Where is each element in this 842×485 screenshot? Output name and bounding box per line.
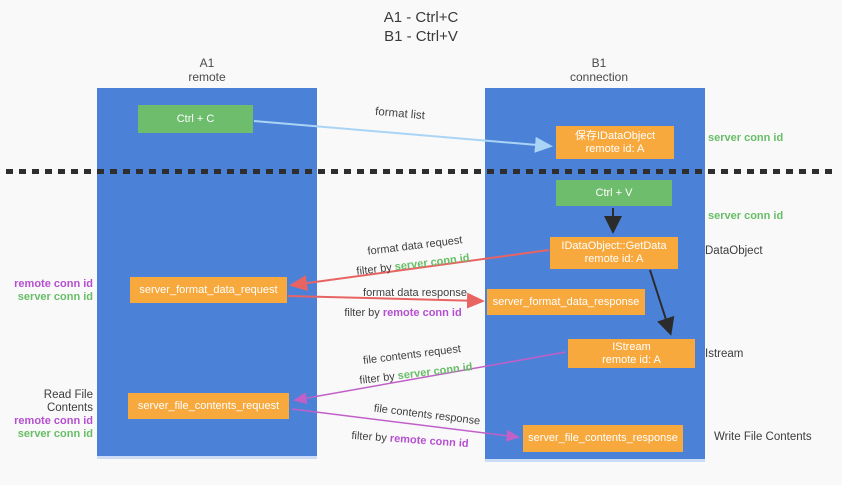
server-format-data-request-label: server_format_data_request: [139, 283, 278, 296]
left-conn-id-group-top: remote conn id server conn id: [0, 278, 93, 304]
server-conn-id-left-top: server conn id: [17, 291, 93, 303]
server-file-contents-request-label: server_file_contents_request: [137, 399, 280, 412]
filter-by-text: filter by: [355, 261, 396, 278]
server-conn-id-right-mid: server conn id: [708, 210, 784, 222]
column-header-a1: A1 remote: [188, 56, 225, 84]
istream-side-label: Istream: [705, 348, 744, 360]
column-a1-name: A1: [199, 56, 215, 70]
filter-by-text: filter by: [351, 429, 391, 445]
filter-by-text: filter by: [344, 307, 383, 319]
title-line-2: B1 - Ctrl+V: [384, 28, 458, 45]
istream-box: IStream remote id: A: [568, 339, 695, 368]
column-b1-name: B1: [591, 56, 607, 70]
remote-conn-id-text: remote conn id: [389, 432, 469, 451]
server-format-data-request-box: server_format_data_request: [130, 277, 287, 303]
format-list-label: format list: [374, 105, 426, 123]
server-file-contents-request-box: server_file_contents_request: [128, 393, 289, 419]
format-data-response-label: format data response: [363, 287, 467, 299]
format-response-filter-label: filter by remote conn id: [344, 307, 461, 319]
write-file-contents-label: Write File Contents: [714, 431, 812, 443]
column-header-b1: B1 connection: [570, 56, 628, 84]
istream-remote-id: remote id: A: [602, 353, 661, 366]
save-idataobject-label: 保存IDataObject: [574, 129, 656, 142]
server-file-contents-response-label: server_file_contents_response: [528, 432, 678, 444]
column-b1-subtitle: connection: [569, 70, 629, 84]
server-conn-id-text: server conn id: [394, 252, 471, 274]
save-idataobject-box: 保存IDataObject remote id: A: [556, 126, 674, 159]
ctrl-c-label: Ctrl + C: [176, 112, 215, 125]
idataobject-getdata-box: IDataObject::GetData remote id: A: [550, 237, 678, 269]
server-format-data-response-box: server_format_data_response: [487, 289, 645, 315]
remote-conn-id-text: remote conn id: [382, 307, 462, 319]
ctrl-c-box: Ctrl + C: [138, 105, 253, 133]
getdata-label: IDataObject::GetData: [561, 240, 667, 252]
column-a1-subtitle: remote: [188, 70, 226, 84]
remote-conn-id-left-top: remote conn id: [14, 278, 93, 290]
remote-conn-id-left-bottom: remote conn id: [14, 415, 93, 427]
file-contents-response-label: file contents response: [373, 402, 481, 428]
server-file-contents-response-box: server_file_contents_response: [523, 425, 683, 452]
istream-label: IStream: [612, 340, 651, 353]
getdata-remote-id: remote id: A: [584, 253, 644, 265]
save-idataobject-remote-id: remote id: A: [585, 142, 645, 155]
diagram-title: A1 - Ctrl+C B1 - Ctrl+V: [0, 8, 842, 46]
title-line-1: A1 - Ctrl+C: [383, 9, 459, 26]
server-conn-id-left-bottom: server conn id: [17, 428, 93, 440]
dataobject-label: DataObject: [705, 245, 763, 257]
server-format-data-response-label: server_format_data_response: [492, 295, 640, 308]
ctrl-v-box: Ctrl + V: [556, 180, 672, 206]
session-divider-line: [6, 169, 836, 174]
filter-by-text: filter by: [358, 370, 399, 387]
ctrl-v-label: Ctrl + V: [595, 186, 633, 199]
server-conn-id-right-top: server conn id: [708, 132, 784, 144]
read-file-contents-label: Read File Contents: [43, 389, 93, 414]
file-response-filter-label: filter by remote conn id: [351, 430, 469, 450]
left-conn-id-group-bottom: Read File Contents remote conn id server…: [0, 389, 93, 441]
server-conn-id-text: server conn id: [397, 361, 474, 383]
